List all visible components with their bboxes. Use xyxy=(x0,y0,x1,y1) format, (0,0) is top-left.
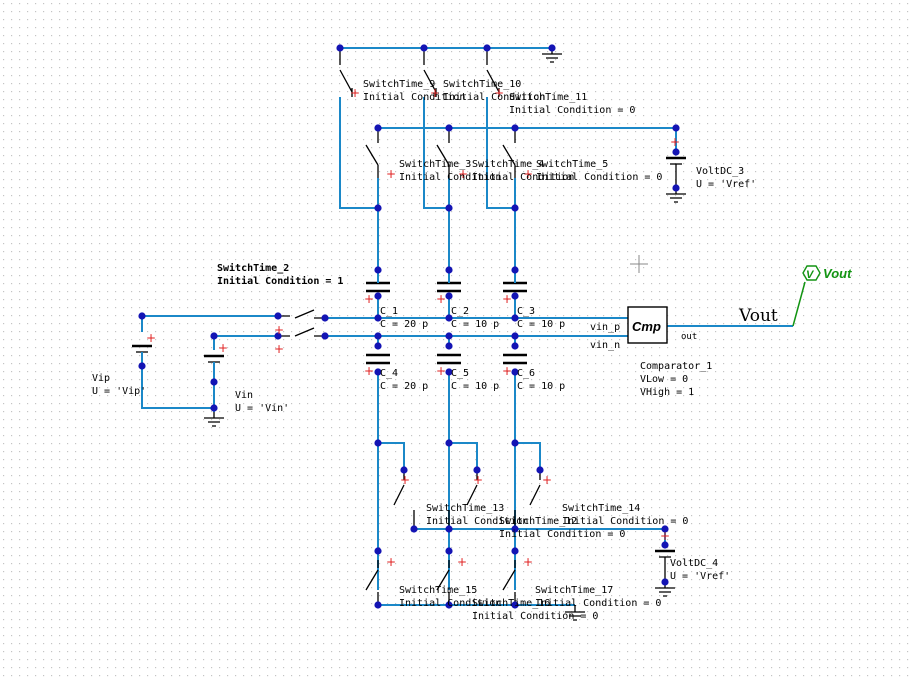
svg-text:+: + xyxy=(430,86,440,100)
svg-text:+: + xyxy=(670,135,680,149)
vref3-name: VoltDC_3 xyxy=(696,166,744,177)
c6-name: C_6 xyxy=(517,368,535,379)
vref4-name: VoltDC_4 xyxy=(670,558,718,569)
sw14-name: SwitchTime_14 xyxy=(562,503,640,514)
sw12-ic: Initial Condition = 0 xyxy=(499,529,625,540)
vin-value: U = 'Vin' xyxy=(235,403,289,414)
svg-text:+: + xyxy=(542,473,552,487)
comparator-in-n: vin_n xyxy=(590,340,620,351)
svg-text:+: + xyxy=(274,323,284,337)
svg-text:+: + xyxy=(494,86,504,100)
svg-text:+: + xyxy=(436,292,446,306)
sw13-name: SwitchTime_13 xyxy=(426,503,504,514)
vref4-value: U = 'Vref' xyxy=(670,571,730,582)
c1-value: C = 20 p xyxy=(380,319,428,330)
comparator-out: out xyxy=(681,332,697,342)
vout-probe[interactable]: V xyxy=(792,265,821,327)
sw13-ic: Initial Condition xyxy=(426,516,528,527)
sw17-name: SwitchTime_17 xyxy=(535,585,613,596)
wires-bus xyxy=(141,296,793,412)
svg-text:+: + xyxy=(400,473,410,487)
vref3-value: U = 'Vref' xyxy=(696,179,756,190)
sw2-ic: Initial Condition = 1 xyxy=(217,275,343,287)
comparator-symbol: Cmp xyxy=(632,319,661,334)
vin-name: Vin xyxy=(235,390,253,401)
svg-text:+: + xyxy=(364,364,374,378)
c2-value: C = 10 p xyxy=(451,319,499,330)
sw9-name: SwitchTime_9 xyxy=(363,79,435,90)
c2-name: C_2 xyxy=(451,306,469,317)
sw3-name: SwitchTime_3 xyxy=(399,159,471,170)
sw14-ic: Initial Condition = 0 xyxy=(562,516,688,527)
comparator-name: Comparator_1 xyxy=(640,361,712,372)
svg-text:+: + xyxy=(502,292,512,306)
sw12-name: SwitchTime_12 xyxy=(499,516,577,527)
dc-source-symbols xyxy=(132,156,686,582)
sw11-name: SwitchTime_11 xyxy=(509,92,587,103)
sw15-name: SwitchTime_15 xyxy=(399,585,477,596)
sw3-ic: Initial Condition xyxy=(399,172,501,183)
sw10-ic: Initial Condition xyxy=(443,92,545,103)
c5-name: C_5 xyxy=(451,368,469,379)
sw2-name: SwitchTime_2 xyxy=(217,262,289,274)
sw17-ic: Initial Condition = 0 xyxy=(535,598,661,609)
polarity-markers: + + + + + + + + + + + + + + + + + + + + + + + + xyxy=(146,86,680,569)
comparator-in-p: vin_p xyxy=(590,322,620,333)
sw16-ic: Initial Condition = 0 xyxy=(472,611,598,622)
svg-text:+: + xyxy=(660,529,670,543)
svg-text:+: + xyxy=(274,342,284,356)
comparator-box[interactable] xyxy=(627,306,668,344)
c5-value: C = 10 p xyxy=(451,381,499,392)
sw5-ic: Initial Condition = 0 xyxy=(536,172,662,183)
svg-text:+: + xyxy=(386,555,396,569)
svg-text:+: + xyxy=(523,555,533,569)
comparator-vlow: VLow = 0 xyxy=(640,374,688,385)
vip-name: Vip xyxy=(92,373,110,384)
svg-text:+: + xyxy=(436,364,446,378)
c1-name: C_1 xyxy=(380,306,398,317)
sw4-ic: Initial Condition xyxy=(472,172,574,183)
sw5-name: SwitchTime_5 xyxy=(536,159,608,170)
svg-text:+: + xyxy=(386,167,396,181)
wires-top-network xyxy=(339,47,677,270)
c3-name: C_3 xyxy=(517,306,535,317)
svg-text:+: + xyxy=(364,292,374,306)
svg-text:+: + xyxy=(523,167,533,181)
sw4-name: SwitchTime_4 xyxy=(472,159,544,170)
svg-text:+: + xyxy=(457,555,467,569)
sw15-ic: Initial Condition xyxy=(399,598,501,609)
svg-text:+: + xyxy=(473,473,483,487)
comparator-vhigh: VHigh = 1 xyxy=(640,387,694,398)
c3-value: C = 10 p xyxy=(517,319,565,330)
vout-probe-label: Vout xyxy=(823,266,852,281)
svg-text:+: + xyxy=(458,167,468,181)
vout-net-label: Vout xyxy=(738,306,778,326)
sw9-ic: Initial Condition xyxy=(363,92,465,103)
svg-text:+: + xyxy=(218,341,228,355)
svg-text:+: + xyxy=(350,86,360,100)
sw16-name: SwitchTime_16 xyxy=(472,598,550,609)
c4-value: C = 20 p xyxy=(380,381,428,392)
junction-nodes xyxy=(138,44,680,609)
vip-value: U = 'Vip' xyxy=(92,386,146,397)
svg-text:+: + xyxy=(502,364,512,378)
svg-text:+: + xyxy=(146,331,156,345)
c6-value: C = 10 p xyxy=(517,381,565,392)
crosshair-marker xyxy=(630,255,648,273)
c4-name: C_4 xyxy=(380,368,398,379)
svg-text:V: V xyxy=(806,269,815,281)
sw11-ic: Initial Condition = 0 xyxy=(509,105,635,116)
sw10-name: SwitchTime_10 xyxy=(443,79,521,90)
